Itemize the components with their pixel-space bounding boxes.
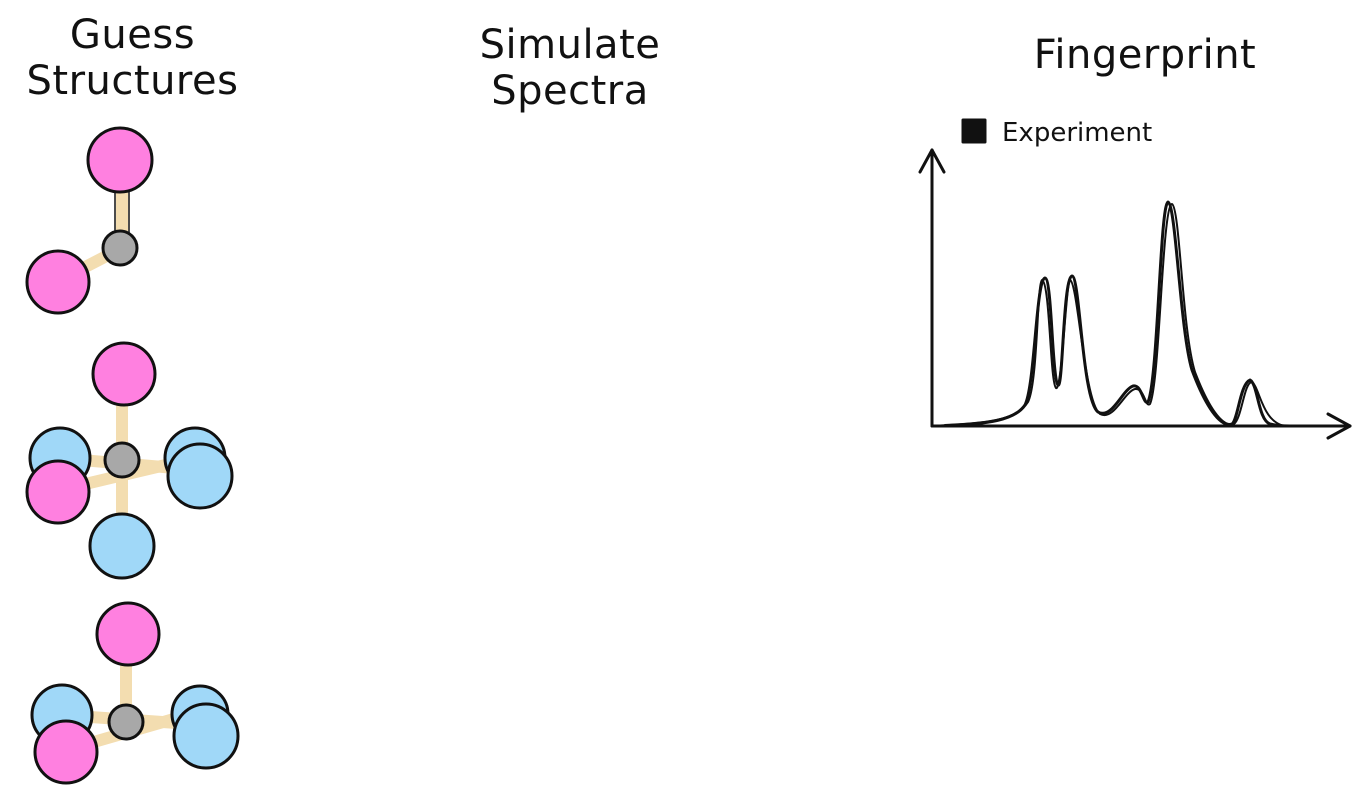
legend-label: Experiment [1002,118,1152,148]
molecule-3 [30,601,240,785]
fluorine-atom [166,442,234,510]
molecule-2 [25,341,234,580]
oxygen-atom [91,341,157,407]
center-atom [101,229,139,267]
simulate-spectra-title: Simulate Spectra [479,22,661,114]
oxygen-atom [33,719,99,785]
legend-swatch [961,118,987,144]
oxygen-atom [86,126,154,194]
x-axis-arrowhead [1326,412,1352,440]
center-atom [107,703,145,741]
molecule-1 [25,126,154,315]
oxygen-atom [25,249,91,315]
guess-structures-title: Guess Structures [26,12,239,104]
fingerprint-title: Fingerprint [1033,32,1257,78]
y-axis-arrowhead [918,148,946,174]
experiment-spectrum-line [938,200,1292,428]
fluorine-atom [88,512,156,580]
spectrum-axes [918,148,1352,440]
center-atom [103,441,141,479]
experiment-spectrum-line-sketch [944,203,1286,427]
oxygen-atom [25,459,91,525]
fluorine-atom [172,702,240,770]
oxygen-atom [95,601,161,667]
legend [961,118,987,144]
